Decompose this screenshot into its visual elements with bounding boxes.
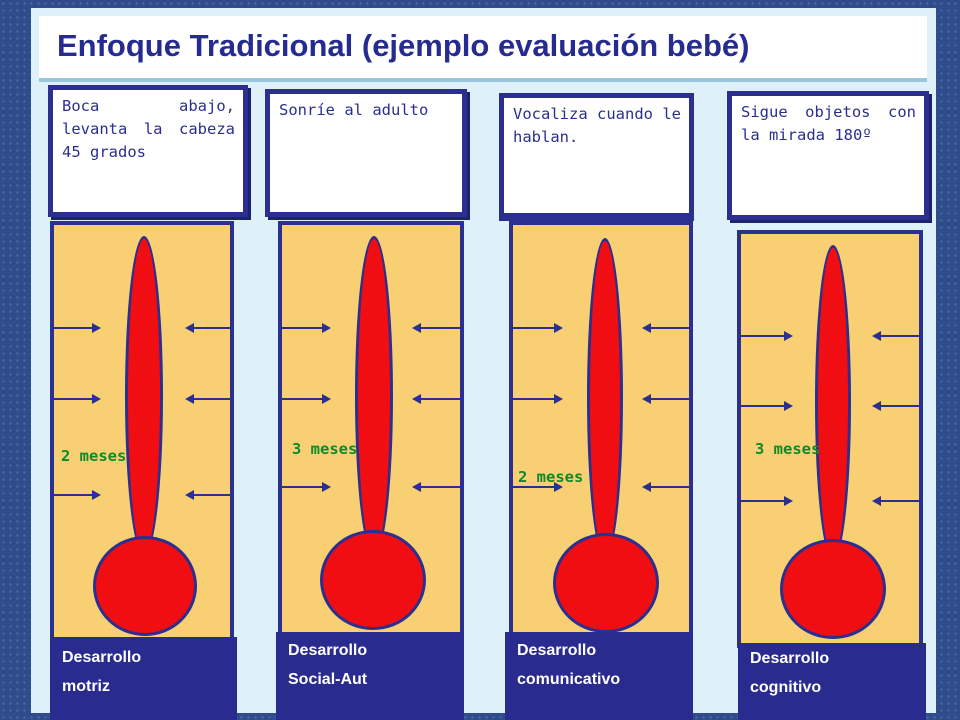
left-arrow-icon xyxy=(872,401,921,411)
right-arrow-icon xyxy=(282,482,331,492)
right-arrow-icon xyxy=(740,401,793,411)
slide-title: Enfoque Tradicional (ejemplo evaluación … xyxy=(57,28,750,63)
area-label-line1: Desarrollo xyxy=(750,650,830,667)
milestone-text: Sonríe al adulto xyxy=(279,101,429,119)
milestone-box-social: Sonríe al adulto xyxy=(265,89,467,217)
left-arrow-icon xyxy=(185,490,232,500)
right-arrow-icon xyxy=(52,323,101,333)
right-arrow-icon xyxy=(282,394,331,404)
area-label-communication: Desarrollo comunicativo xyxy=(505,632,693,720)
left-arrow-icon xyxy=(642,482,691,492)
right-arrow-icon xyxy=(512,482,563,492)
thermometer-bulb xyxy=(780,539,886,639)
thermometer-bulb xyxy=(93,536,197,636)
right-arrow-icon xyxy=(512,323,563,333)
area-label-line1: Desarrollo xyxy=(288,642,368,659)
area-label-line1: Desarrollo xyxy=(517,642,597,659)
left-arrow-icon xyxy=(412,323,461,333)
milestone-box-cognitive: Sigue objetos con la mirada 180º xyxy=(727,91,929,220)
milestone-box-communication: Vocaliza cuando le hablan. xyxy=(499,93,694,221)
left-arrow-icon xyxy=(185,394,232,404)
left-arrow-icon xyxy=(642,394,691,404)
milestone-text: Boca abajo, levanta la cabeza 45 grados xyxy=(62,97,235,161)
milestone-text: Sigue objetos con la mirada 180º xyxy=(741,103,916,144)
milestone-text: Vocaliza cuando le hablan. xyxy=(513,105,681,146)
thermometer-tube xyxy=(815,245,851,560)
area-label-line2: Social-Aut xyxy=(288,671,368,688)
thermometer-tube xyxy=(355,236,393,556)
area-label-motor: Desarrollo motriz xyxy=(50,637,237,720)
milestone-box-motor: Boca abajo, levanta la cabeza 45 grados xyxy=(48,85,248,217)
left-arrow-icon xyxy=(642,323,691,333)
right-arrow-icon xyxy=(282,323,331,333)
age-label: 2 meses xyxy=(61,447,127,465)
thermometer-tube xyxy=(587,238,623,558)
area-label-line2: cognitivo xyxy=(750,679,822,696)
area-label-line2: comunicativo xyxy=(517,671,621,688)
left-arrow-icon xyxy=(185,323,232,333)
area-label-line1: Desarrollo xyxy=(62,649,142,666)
right-arrow-icon xyxy=(52,394,101,404)
left-arrow-icon xyxy=(412,482,461,492)
area-label-cognitive: Desarrollo cognitivo xyxy=(738,643,926,720)
title-bar: Enfoque Tradicional (ejemplo evaluación … xyxy=(39,16,927,82)
age-label: 2 meses xyxy=(518,468,584,486)
area-label-social: Desarrollo Social-Aut xyxy=(276,632,464,720)
left-arrow-icon xyxy=(872,496,921,506)
thermometer-bulb xyxy=(553,533,659,633)
right-arrow-icon xyxy=(52,490,101,500)
age-label: 3 meses xyxy=(292,440,358,458)
age-label: 3 meses xyxy=(755,440,821,458)
right-arrow-icon xyxy=(740,331,793,341)
left-arrow-icon xyxy=(872,331,921,341)
area-label-line2: motriz xyxy=(62,678,110,695)
thermometer-bulb xyxy=(320,530,426,630)
thermometer-tube xyxy=(125,236,163,556)
left-arrow-icon xyxy=(412,394,461,404)
right-arrow-icon xyxy=(740,496,793,506)
right-arrow-icon xyxy=(512,394,563,404)
